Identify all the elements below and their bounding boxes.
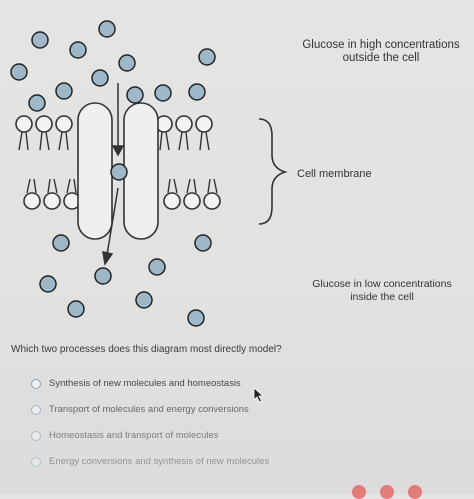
- label-high-line1: Glucose in high concentrations: [302, 39, 460, 51]
- glucose-molecules-inside: [39, 234, 212, 327]
- label-high-concentration: Glucose in high concentrations outside t…: [288, 39, 474, 65]
- transport-protein: [77, 102, 159, 240]
- answer-option-label: Transport of molecules and energy conver…: [49, 404, 249, 415]
- radio-button[interactable]: [31, 404, 41, 415]
- label-low-line1: Glucose in low concentrations: [312, 278, 452, 290]
- radio-button[interactable]: [31, 456, 41, 467]
- diffusion-arrow: [102, 83, 125, 266]
- toolbar-button-partial[interactable]: [408, 485, 422, 499]
- label-cell-membrane: Cell membrane: [297, 168, 372, 180]
- question-text: Which two processes does this diagram mo…: [11, 344, 282, 355]
- answer-option-label: Energy conversions and synthesis of new …: [49, 456, 270, 467]
- answer-option-3[interactable]: Homeostasis and transport of molecules: [31, 430, 219, 441]
- radio-button[interactable]: [31, 430, 41, 441]
- label-low-concentration: Glucose in low concentrations inside the…: [292, 278, 472, 304]
- membrane-brace: [258, 118, 288, 225]
- answer-option-2[interactable]: Transport of molecules and energy conver…: [31, 404, 249, 415]
- answer-option-1[interactable]: Synthesis of new molecules and homeostas…: [31, 378, 241, 389]
- toolbar-button-partial[interactable]: [380, 485, 394, 499]
- answer-option-4[interactable]: Energy conversions and synthesis of new …: [31, 456, 269, 467]
- phospholipid-lower-layer: [23, 178, 221, 210]
- radio-button[interactable]: [31, 378, 41, 389]
- phospholipid-upper-layer: [15, 115, 213, 151]
- label-high-line2: outside the cell: [342, 52, 420, 64]
- answer-option-label: Synthesis of new molecules and homeostas…: [49, 378, 241, 389]
- label-low-line2: inside the cell: [350, 291, 414, 303]
- glucose-molecules-outside: [10, 20, 216, 112]
- answer-option-label: Homeostasis and transport of molecules: [49, 430, 219, 441]
- toolbar-button-partial[interactable]: [352, 485, 366, 499]
- mouse-pointer-icon: [253, 387, 265, 403]
- glucose-in-channel: [110, 163, 128, 181]
- membrane-transport-diagram: [10, 20, 288, 327]
